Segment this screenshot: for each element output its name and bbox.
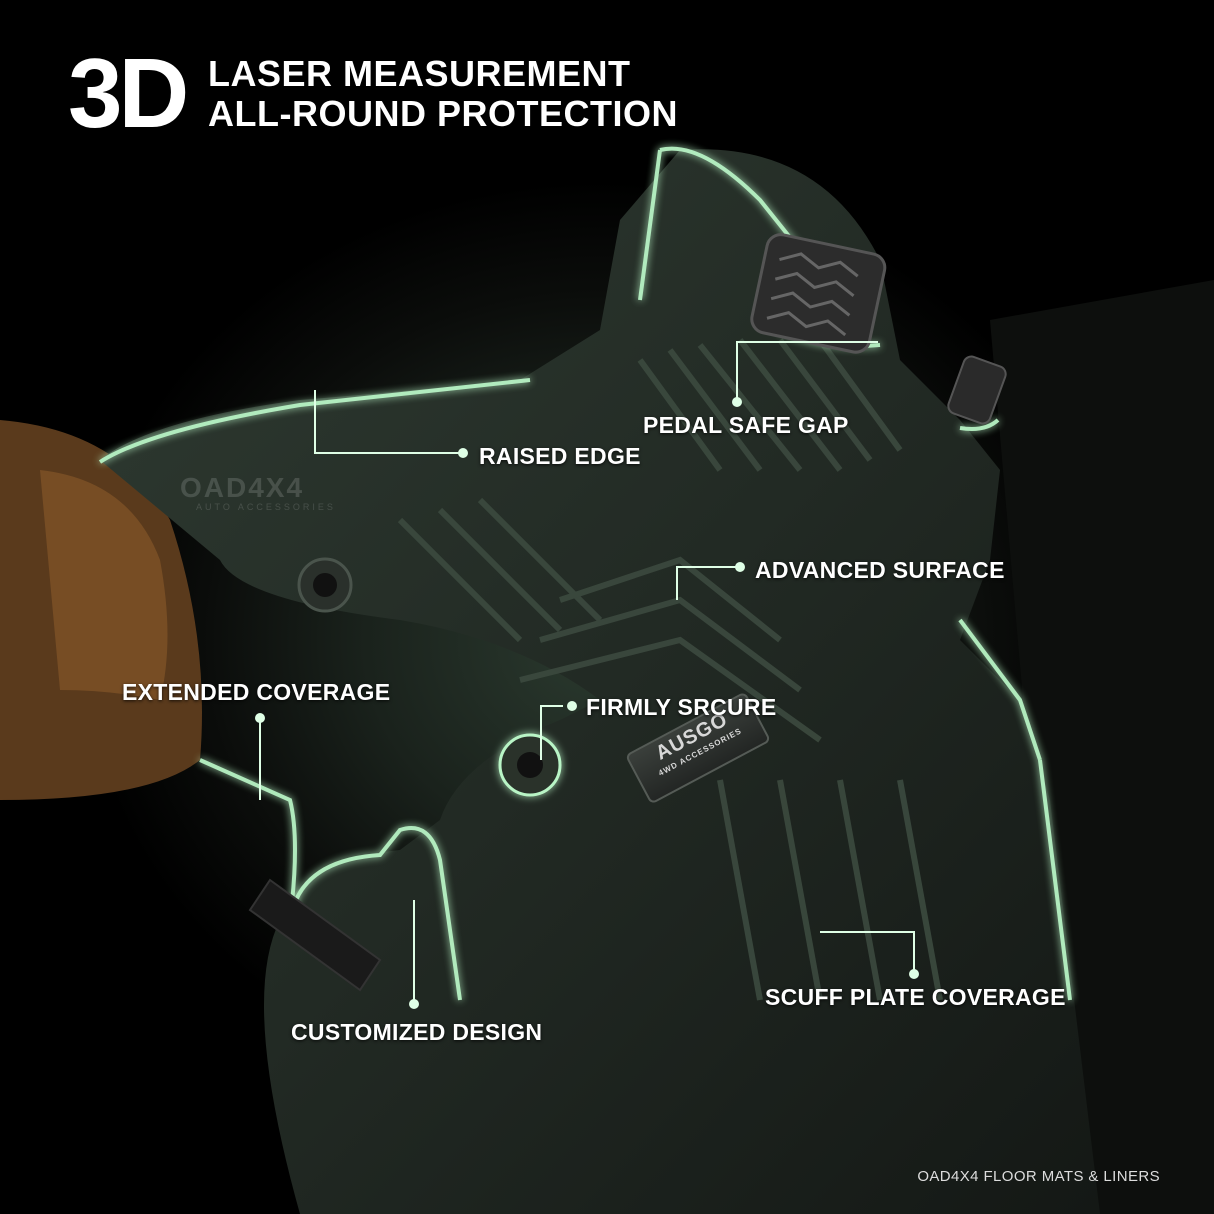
callout-firmly-secure: FIRMLY SRCURE (586, 694, 777, 720)
retention-clip-bottom (498, 733, 562, 797)
headline-3d: 3D (68, 38, 189, 148)
door-sill (990, 280, 1214, 1214)
headline-line-2: ALL-ROUND PROTECTION (208, 93, 678, 134)
callout-extended-coverage: EXTENDED COVERAGE (122, 679, 391, 705)
watermark-brand: OAD4X4 (180, 472, 305, 503)
retention-clip-top (297, 557, 353, 613)
footer-caption: OAD4X4 FLOOR MATS & LINERS (917, 1168, 1160, 1185)
callout-pedal-safe-gap: PEDAL SAFE GAP (643, 412, 849, 438)
leader-dots (255, 397, 919, 1009)
leader-lines (259, 341, 915, 1004)
callout-advanced-surface: ADVANCED SURFACE (755, 557, 1005, 583)
seat-rail (248, 878, 382, 992)
callout-raised-edge: RAISED EDGE (479, 443, 641, 469)
seat-highlight (40, 470, 168, 700)
mat-ribs (397, 338, 943, 1001)
callout-scuff-plate-coverage: SCUFF PLATE COVERAGE (765, 984, 1066, 1010)
brake-pedal (750, 233, 887, 354)
callout-customized-design: CUSTOMIZED DESIGN (291, 1019, 543, 1045)
watermark-sub: AUTO ACCESSORIES (196, 502, 336, 512)
headline-line-1: LASER MEASUREMENT (208, 53, 631, 94)
accelerator-pedal (947, 355, 1007, 425)
